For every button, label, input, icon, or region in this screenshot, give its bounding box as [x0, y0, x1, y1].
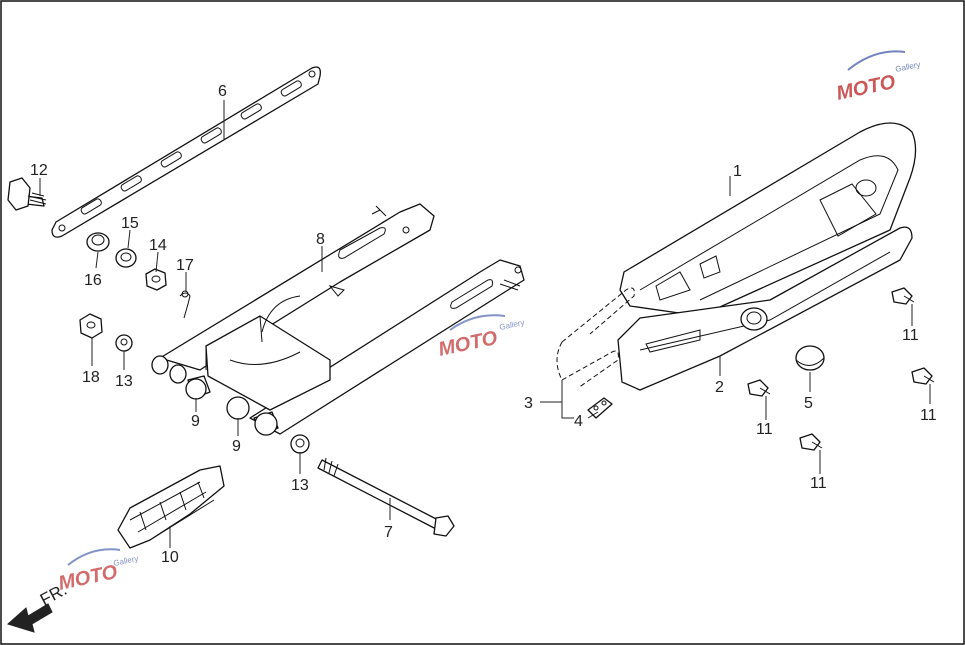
- callout-8: 8: [316, 231, 325, 248]
- part-chain-guide: [117, 465, 225, 549]
- callout-3: 3: [524, 395, 533, 412]
- callout-16: 16: [84, 272, 102, 289]
- callout-5: 5: [804, 395, 813, 412]
- callout-15: 15: [121, 215, 139, 232]
- callout-1: 1: [733, 163, 742, 180]
- part-bolt-11-a: [891, 287, 915, 305]
- callout-6: 6: [218, 83, 227, 100]
- part-nut-14: [145, 268, 167, 291]
- front-direction-indicator: FR.: [7, 580, 70, 633]
- part-bolt-11-b: [747, 379, 771, 397]
- part-chain-case-lower: [617, 226, 913, 391]
- leader-lines: [39, 100, 931, 548]
- callout-10: 10: [161, 549, 179, 566]
- part-chain-case-upper: [619, 122, 917, 317]
- part-collar-16: [86, 232, 110, 252]
- callout-14: 14: [149, 237, 167, 254]
- part-drive-chain: [556, 287, 635, 389]
- part-plug-cap: [795, 345, 825, 371]
- watermark-text-top: MOTO: [834, 71, 897, 105]
- callout-9-lower: 9: [232, 438, 241, 455]
- callout-11-c: 11: [920, 407, 937, 424]
- watermark-subtext-bottom: Gallery: [113, 554, 140, 568]
- callout-7: 7: [384, 524, 393, 541]
- watermark-logo-top-right: MOTO Gallery: [834, 50, 922, 105]
- callout-13-lower: 13: [291, 477, 309, 494]
- part-bushing-9-lower: [226, 396, 279, 436]
- callout-11-a: 11: [902, 327, 919, 344]
- callout-11-b: 11: [756, 421, 773, 438]
- watermark-text-middle: MOTO: [436, 327, 499, 361]
- part-master-link: [587, 397, 613, 419]
- part-swing-arm: [151, 203, 525, 435]
- part-washer-15: [115, 248, 137, 268]
- watermark-logo-bottom-left: MOTO Gallery: [56, 548, 140, 595]
- watermark-subtext-middle: Gallery: [499, 318, 526, 332]
- callout-2: 2: [715, 379, 724, 396]
- part-bolt-11-d: [799, 433, 823, 451]
- callout-11-d: 11: [810, 475, 827, 492]
- part-nut-18: [79, 313, 103, 339]
- part-bolt-11-c: [911, 367, 935, 385]
- part-bolt-12: [7, 177, 47, 211]
- callout-18: 18: [82, 369, 100, 386]
- front-arrow-icon: [7, 603, 53, 633]
- part-washer-13-lower: [290, 434, 310, 454]
- part-chain-slider-plate: [51, 66, 321, 238]
- callout-13-left: 13: [115, 373, 133, 390]
- part-bushing-9-upper: [185, 375, 211, 400]
- callout-12: 12: [30, 162, 48, 179]
- callout-labels: 1 2 3 4 5 6 7 8 9 9 10 11 11 11 11 12 13…: [30, 83, 937, 566]
- part-washer-13-left: [115, 334, 133, 352]
- callout-4: 4: [574, 413, 583, 430]
- callout-17: 17: [176, 257, 194, 274]
- part-cotter-pin-17: [179, 290, 191, 319]
- watermark-subtext-top: Gallery: [895, 60, 922, 74]
- callout-9-upper: 9: [191, 413, 200, 430]
- part-pivot-bolt: [317, 457, 455, 537]
